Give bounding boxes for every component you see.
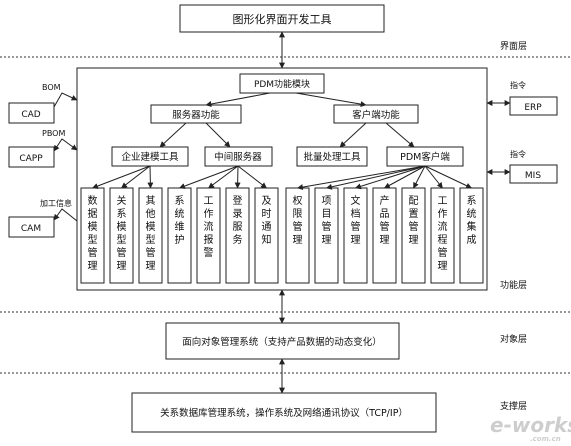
arrow-server-to-middle (205, 122, 231, 148)
module-arrow (237, 165, 267, 189)
arrow-pdm-to-server (205, 92, 271, 107)
module-arrows (91, 165, 473, 191)
module-label: 系统集成 (467, 195, 477, 246)
module-label: 文档管理 (351, 194, 361, 246)
erp-label: ERP (524, 103, 542, 113)
pdm-client-label: PDM客户端 (400, 151, 450, 163)
arrow-cad-to-frame (53, 92, 78, 108)
arrow-pdm-to-client (295, 92, 367, 108)
eworks-watermark-logo: e-works .com.cn (490, 413, 571, 443)
erp-box (509, 96, 558, 116)
layer-label-interface: 界面层 (500, 41, 527, 52)
module-label: 关系模型管理 (117, 194, 127, 272)
module-arrow (91, 165, 151, 189)
server-function-box (150, 104, 242, 124)
module-label: 其他模型管理 (146, 195, 156, 272)
machining-info-label: 加工信息 (40, 198, 72, 208)
module-arrow (325, 165, 426, 190)
client-function-label: 客户端功能 (352, 109, 400, 121)
layer-label-object: 对象层 (500, 333, 527, 345)
module-arrow (383, 165, 426, 189)
module-arrow (354, 165, 426, 190)
module-columns: 数据模型管理 关系模型管理 其他模型管理 系统维护 工作流报警 登录服务 及时通知 权限管理 项… (80, 187, 484, 284)
mis-command-label: 指令 (510, 149, 526, 159)
enterprise-modeling-tool-label: 企业建模工具 (121, 151, 179, 163)
module-arrow (234, 165, 241, 189)
pdm-module-box (239, 73, 325, 94)
cad-label: CAD (21, 110, 40, 120)
module-arrow (413, 165, 426, 189)
module-label: 及时通知 (262, 195, 272, 246)
module-label: 工作流程管理 (438, 196, 448, 272)
module-label: 配置管理 (409, 195, 419, 246)
capp-box (8, 146, 55, 168)
batch-tool-label: 批量处理工具 (303, 151, 361, 163)
batch-tool-box (296, 146, 368, 167)
pdm-module-label: PDM功能模块 (254, 78, 310, 90)
module-label: 系统维护 (175, 195, 185, 246)
module-label: 权限管理 (293, 194, 303, 246)
layer-label-support: 支撑层 (500, 400, 527, 412)
pbom-link-label: PBOM (42, 129, 65, 138)
erp-command-label: 指令 (510, 80, 526, 90)
module-label: 项目管理 (322, 195, 332, 246)
module-label: 数据模型管理 (88, 194, 98, 272)
module-label: 登录服务 (233, 194, 243, 246)
cam-box (8, 216, 55, 238)
module-arrow (147, 165, 154, 189)
cad-box (8, 102, 55, 124)
client-function-box (333, 104, 419, 124)
support-label: 关系数据库管理系统，操作系统及网络通讯协议（TCP/IP） (160, 407, 408, 419)
middle-server-label: 中间服务器 (214, 151, 262, 163)
module-arrow (208, 165, 239, 189)
module-arrow (178, 165, 239, 189)
module-label: 产品管理 (380, 194, 390, 246)
object-management-label: 面向对象管理系统（支持产品数据的动态变化） (182, 336, 382, 348)
capp-label: CAPP (19, 154, 43, 164)
server-function-label: 服务器功能 (172, 109, 220, 121)
arrow-server-to-enterprise (159, 122, 187, 148)
support-box (131, 392, 437, 433)
arrow-cam-frame (53, 208, 78, 222)
module-label: 工作流报警 (204, 196, 214, 259)
arrow-client-to-pdmclient (385, 122, 415, 148)
arrow-client-to-batch (339, 122, 367, 148)
object-management-box (165, 322, 400, 360)
mis-label: MIS (525, 171, 541, 181)
module-arrow (296, 165, 426, 191)
gui-dev-tool-label: 图形化界面开发工具 (233, 12, 332, 26)
arrow-capp-frame (53, 138, 78, 152)
layer-label-function: 功能层 (500, 279, 527, 291)
watermark-domain: .com.cn (530, 435, 561, 443)
module-arrow (121, 165, 151, 189)
watermark-brand: e-works (490, 413, 571, 437)
module-arrow (424, 165, 443, 189)
module-arrow (424, 165, 473, 189)
cam-label: CAM (21, 224, 41, 234)
bom-link-label: BOM (42, 83, 61, 92)
